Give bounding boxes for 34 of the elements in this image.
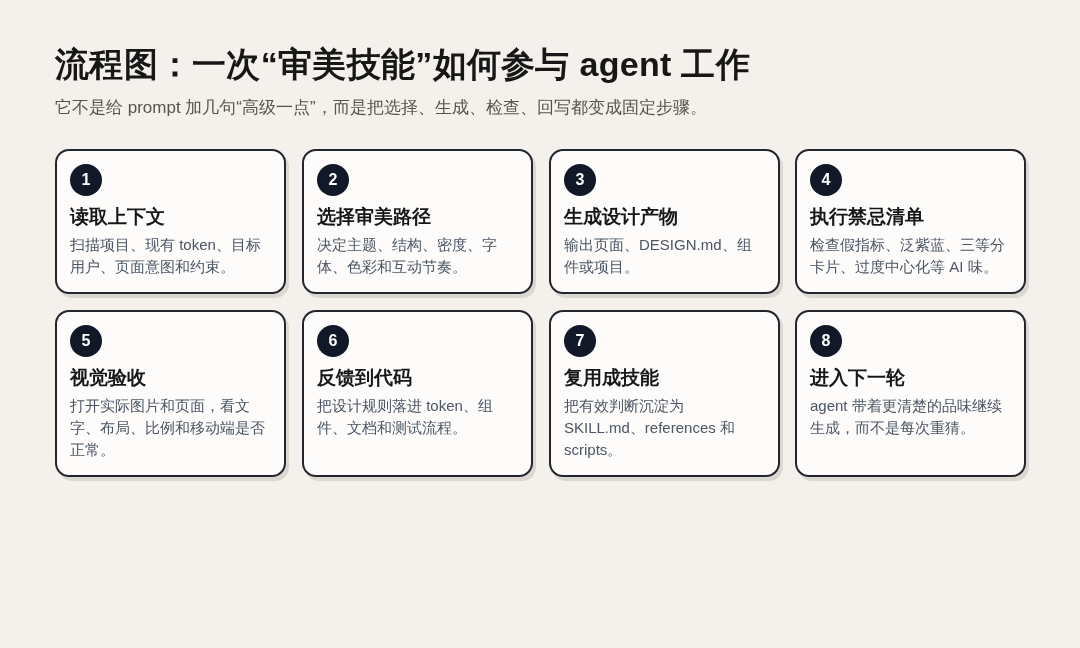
step-card — [795, 149, 1026, 294]
step-card — [549, 310, 780, 477]
step-number-badge: 7 — [564, 325, 596, 357]
step-heading: 读取上下文 — [70, 205, 165, 229]
step-heading: 选择审美路径 — [317, 205, 431, 229]
step-description: agent 带着更清楚的品味继续生成，而不是每次重猜。 — [810, 396, 1003, 438]
step-description: 决定主题、结构、密度、字体、色彩和互动节奏。 — [317, 235, 498, 277]
step-description: 打开实际图片和页面，看文字、布局、比例和移动端是否正常。 — [70, 396, 266, 460]
step-heading: 生成设计产物 — [564, 205, 678, 229]
step-description: 输出页面、DESIGN.md、组件或项目。 — [564, 235, 753, 277]
step-card — [549, 149, 780, 294]
step-number-badge: 1 — [70, 164, 102, 196]
step-number-badge: 2 — [317, 164, 349, 196]
step-number-badge: 5 — [70, 325, 102, 357]
step-heading: 视觉验收 — [70, 366, 146, 390]
step-card — [795, 310, 1026, 477]
step-description: 把设计规则落进 token、组件、文档和测试流程。 — [317, 396, 494, 438]
step-card — [55, 310, 286, 477]
step-card — [55, 149, 286, 294]
step-description: 检查假指标、泛紫蓝、三等分卡片、过度中心化等 AI 味。 — [810, 235, 1006, 277]
step-heading: 进入下一轮 — [810, 366, 905, 390]
step-description: 把有效判断沉淀为 SKILL.md、references 和 scripts。 — [564, 396, 736, 460]
step-number-badge: 6 — [317, 325, 349, 357]
step-heading: 执行禁忌清单 — [810, 205, 924, 229]
step-number-badge: 8 — [810, 325, 842, 357]
subtitle: 它不是给 prompt 加几句“高级一点”，而是把选择、生成、检查、回写都变成固定步骤。 — [55, 97, 707, 119]
step-description: 扫描项目、现有 token、目标用户、页面意图和约束。 — [70, 235, 262, 277]
step-number-badge: 4 — [810, 164, 842, 196]
step-heading: 反馈到代码 — [317, 366, 412, 390]
step-card — [302, 310, 533, 477]
step-heading: 复用成技能 — [564, 366, 659, 390]
title: 流程图：一次“审美技能”如何参与 agent 工作 — [55, 44, 751, 85]
step-number-badge: 3 — [564, 164, 596, 196]
step-card — [302, 149, 533, 294]
